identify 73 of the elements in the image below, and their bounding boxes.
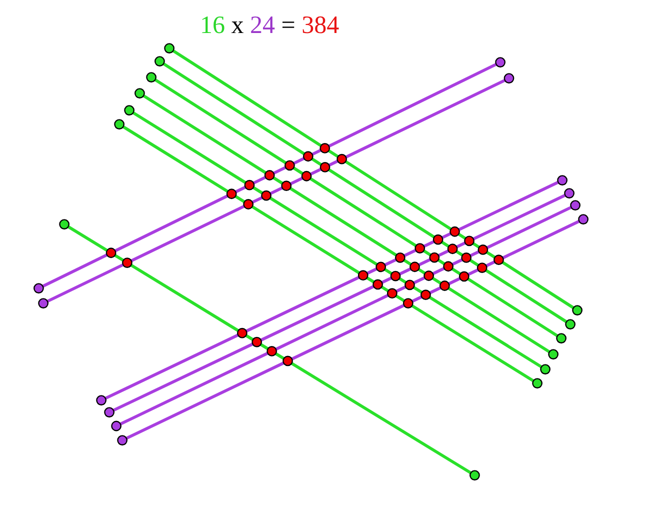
intersection-dot (302, 151, 314, 162)
endpoint-dot (565, 319, 576, 330)
intersection-dot (264, 170, 275, 180)
intersection-dot (301, 170, 312, 182)
intersection-dot (414, 243, 426, 254)
intersection-dot (443, 261, 454, 272)
intersection-dot (320, 162, 330, 172)
endpoint-dot (38, 298, 48, 308)
endpoint-dot (532, 378, 542, 388)
intersection-dot (402, 298, 414, 308)
intersection-dot (122, 258, 132, 268)
line (42, 62, 497, 288)
intersection-dot (439, 280, 450, 291)
intersection-dot (261, 190, 272, 201)
endpoint-dot (572, 305, 582, 316)
intersection-dot (336, 154, 348, 164)
endpoint-dot (146, 72, 156, 82)
intersection-dot (447, 244, 458, 254)
intersection-dot (461, 252, 472, 263)
intersection-dot (236, 328, 248, 338)
intersection-dot (464, 236, 474, 246)
intersection-dot (244, 180, 255, 190)
line (67, 225, 472, 474)
intersection-dot (284, 160, 295, 171)
endpoint-dot (556, 333, 566, 344)
intersection-dot (420, 290, 431, 300)
endpoint-dot (164, 43, 174, 54)
intersection-dot (372, 279, 383, 290)
endpoint-dot (504, 73, 514, 84)
intersection-dot (410, 262, 420, 272)
endpoint-dot (564, 188, 574, 198)
intersection-dot (252, 336, 262, 348)
intersection-dot (476, 262, 488, 274)
intersection-dot (243, 199, 254, 210)
intersection-dot (226, 188, 237, 200)
intersection-dot (404, 280, 415, 290)
intersection-dot (390, 270, 401, 282)
endpoint-dot (96, 395, 106, 406)
intersection-dot (478, 244, 488, 255)
endpoint-dot (134, 88, 145, 98)
line (46, 78, 506, 303)
line (142, 94, 550, 354)
endpoint-dot (470, 470, 480, 480)
endpoint-dot (557, 175, 568, 186)
endpoint-dot (570, 200, 580, 210)
intersection-dot (376, 262, 386, 272)
equation-title: 16 x 24 = 384 (200, 13, 340, 38)
intersection-dot (450, 226, 460, 237)
intersection-dot (282, 356, 293, 366)
intersection-dot (106, 248, 116, 258)
endpoint-dot (104, 407, 114, 418)
endpoint-dot (154, 56, 165, 66)
endpoint-dot (34, 283, 44, 294)
endpoint-dot (117, 435, 128, 446)
intersection-dot (266, 346, 278, 356)
intersection-dot (429, 252, 440, 263)
endpoint-dot (548, 349, 558, 360)
endpoint-dot (114, 119, 124, 130)
intersection-dot (494, 254, 504, 266)
intersection-dot (358, 270, 368, 281)
intersection-dot (424, 270, 434, 281)
endpoint-dot (578, 214, 588, 224)
intersection-dot (432, 234, 444, 245)
endpoint-dot (111, 420, 122, 432)
intersection-dot (394, 252, 406, 263)
endpoint-dot (540, 364, 550, 374)
intersection-dot (281, 180, 292, 192)
intersection-dot (386, 288, 398, 299)
intersection-dot (458, 271, 470, 282)
endpoint-dot (124, 105, 134, 116)
intersection-dot (320, 143, 330, 154)
endpoint-dot (495, 57, 506, 68)
endpoint-dot (59, 219, 70, 230)
